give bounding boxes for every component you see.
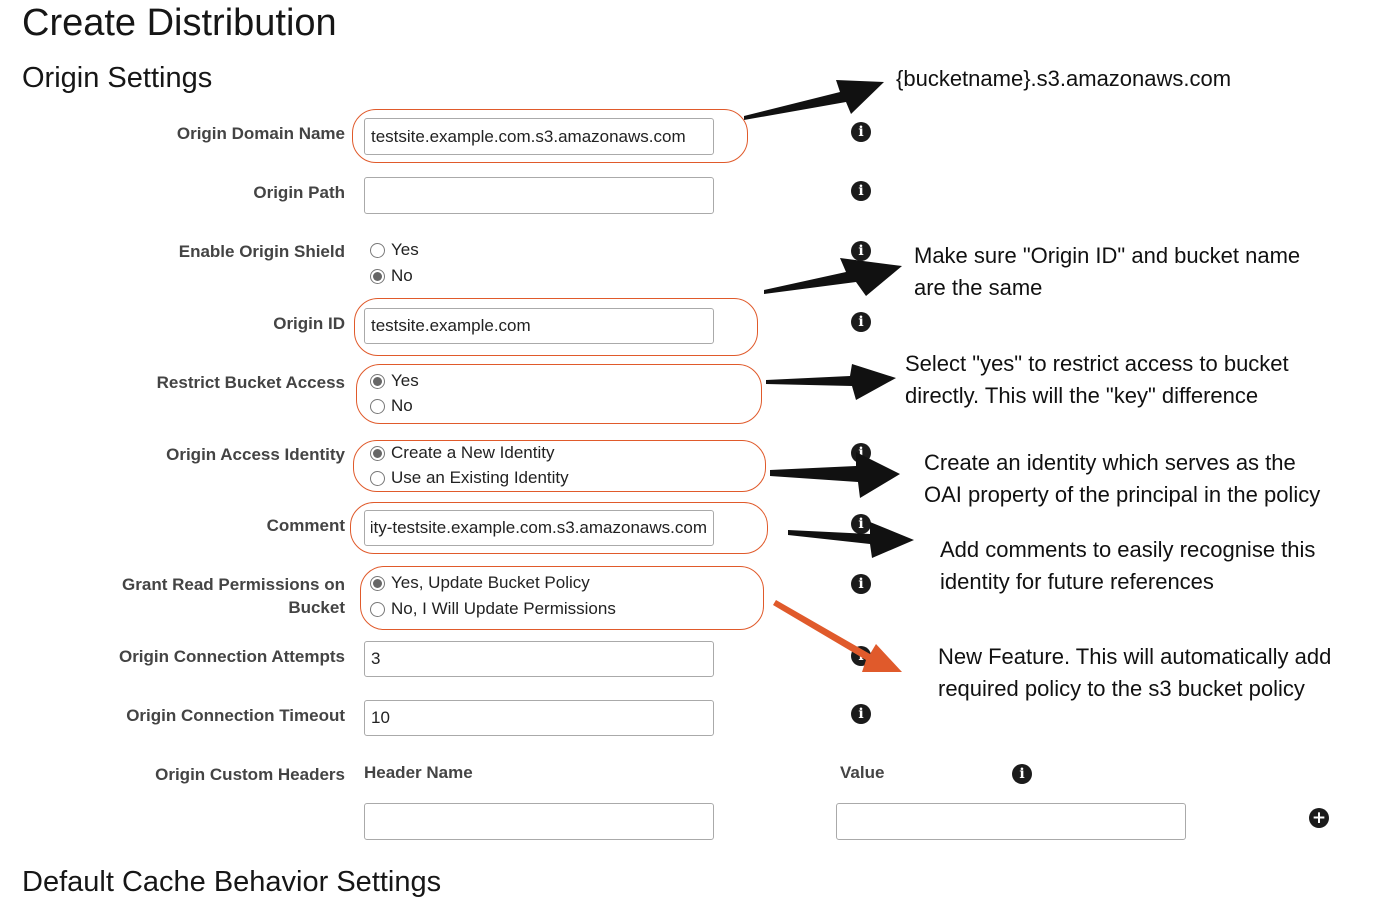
highlight-origin-domain xyxy=(352,109,748,163)
origin-id-info-icon[interactable]: i xyxy=(851,312,871,332)
origin-path-input[interactable] xyxy=(364,177,714,214)
radio-circle[interactable] xyxy=(370,268,385,284)
radio-label: Yes xyxy=(391,371,419,390)
identity-note-line2: OAI property of the principal in the pol… xyxy=(924,482,1321,507)
comment-note-line1: Add comments to easily recognise this xyxy=(940,537,1316,562)
origin-id-note-line1: Make sure "Origin ID" and bucket name xyxy=(914,243,1301,268)
origin-access-identity-label: Origin Access Identity xyxy=(166,445,345,464)
section-title: Origin Settings xyxy=(22,62,213,94)
value-column-label: Value xyxy=(840,763,885,782)
origin-id-label: Origin ID xyxy=(273,314,345,333)
radio-label: No xyxy=(391,396,413,415)
feature-note-line2: required policy to the s3 bucket policy xyxy=(938,676,1305,701)
origin-id-input[interactable] xyxy=(364,308,714,344)
custom-headers-info-icon[interactable]: i xyxy=(1012,764,1032,784)
add-header-plus-icon[interactable]: + xyxy=(1309,808,1329,828)
arrow-origin-id xyxy=(764,258,902,296)
feature-note-line1: New Feature. This will automatically add xyxy=(938,644,1332,669)
origin-connection-timeout-info-icon[interactable]: i xyxy=(851,704,871,724)
header-value-input[interactable] xyxy=(836,803,1186,840)
origin-id-note-line2: are the same xyxy=(914,275,1043,300)
identity-note-line1: Create an identity which serves as the xyxy=(924,450,1296,475)
grant-read-permissions-label-line2: Bucket xyxy=(288,598,345,617)
origin-domain-name-label: Origin Domain Name xyxy=(176,124,345,143)
origin-connection-attempts-label: Origin Connection Attempts xyxy=(118,647,345,666)
arrow-domain-hint xyxy=(744,80,884,120)
header-name-column-label: Header Name xyxy=(364,763,473,782)
origin-shield-no-radio[interactable]: No xyxy=(370,264,413,288)
comment-input[interactable] xyxy=(364,510,714,546)
grant-read-permissions-info-icon[interactable]: i xyxy=(851,574,871,594)
highlight-origin-id xyxy=(354,298,758,356)
arrow-comment xyxy=(788,522,914,558)
origin-domain-name-info-icon[interactable]: i xyxy=(851,122,871,142)
origin-path-label: Origin Path xyxy=(253,183,345,202)
radio-label: Yes, Update Bucket Policy xyxy=(391,573,590,592)
origin-connection-timeout-input[interactable] xyxy=(364,700,714,736)
origin-connection-timeout-label: Origin Connection Timeout xyxy=(126,706,345,725)
arrow-restrict xyxy=(766,364,896,400)
grant-read-permissions-label-line1: Grant Read Permissions on xyxy=(122,575,345,594)
enable-origin-shield-label: Enable Origin Shield xyxy=(178,242,345,261)
highlight-restrict-access xyxy=(356,364,762,424)
radio-label: Create a New Identity xyxy=(391,443,555,462)
comment-label: Comment xyxy=(266,516,345,535)
origin-shield-info-icon[interactable]: i xyxy=(851,241,871,261)
radio-label: No, I Will Update Permissions xyxy=(391,599,616,618)
origin-custom-headers-label: Origin Custom Headers xyxy=(155,765,345,784)
radio-label: Use an Existing Identity xyxy=(391,468,569,487)
arrow-identity xyxy=(770,452,900,498)
radio-circle[interactable] xyxy=(370,242,385,258)
radio-label: Yes xyxy=(391,240,419,259)
comment-note-line2: identity for future references xyxy=(940,569,1214,594)
origin-path-info-icon[interactable]: i xyxy=(851,181,871,201)
highlight-comment xyxy=(350,502,768,554)
page-title: Create Distribution xyxy=(22,2,337,44)
restrict-note-line1: Select "yes" to restrict access to bucke… xyxy=(905,351,1289,376)
restrict-note-line2: directly. This will the "key" difference xyxy=(905,383,1259,408)
highlight-access-identity xyxy=(353,440,766,492)
restrict-bucket-access-label: Restrict Bucket Access xyxy=(156,373,345,392)
origin-domain-name-input[interactable] xyxy=(364,118,714,155)
highlight-grant-read xyxy=(360,566,764,630)
origin-connection-attempts-input[interactable] xyxy=(364,641,714,677)
header-name-input[interactable] xyxy=(364,803,714,840)
radio-label: No xyxy=(391,266,413,285)
domain-hint-note: {bucketname}.s3.amazonaws.com xyxy=(896,66,1232,91)
origin-shield-yes-radio[interactable]: Yes xyxy=(370,238,419,262)
arrow-new-feature xyxy=(773,600,902,672)
comment-info-icon[interactable]: i xyxy=(851,514,871,534)
